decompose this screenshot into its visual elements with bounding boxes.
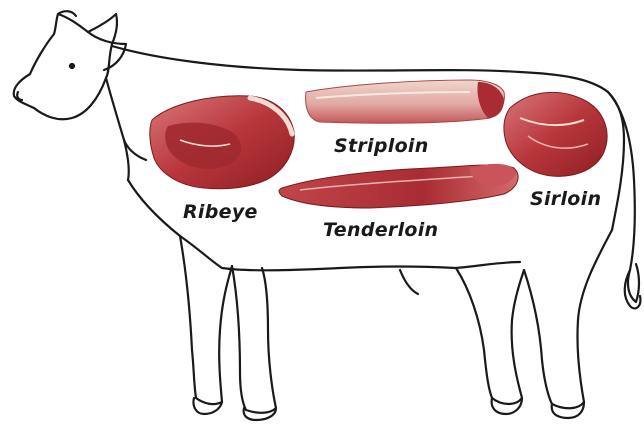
tenderloin-label: Tenderloin — [323, 219, 438, 241]
tenderloin-cut — [279, 164, 518, 208]
cow-eye — [70, 64, 74, 68]
sirloin-meat — [504, 92, 607, 176]
cow-rear-leg-2 — [524, 230, 612, 408]
cow-front-leg — [180, 236, 232, 404]
cow-front-hooves — [193, 398, 276, 420]
cow-head — [14, 14, 117, 119]
striploin-cut — [306, 80, 505, 123]
ribeye-cut — [150, 96, 294, 189]
cow-ear — [88, 32, 126, 70]
cow-front-leg-2 — [232, 266, 276, 413]
cow-neck — [106, 78, 129, 180]
ribeye-label: Ribeye — [183, 201, 258, 223]
cow-flank-line — [400, 270, 418, 294]
sirloin-cut — [504, 92, 607, 176]
cow-outline — [14, 11, 641, 420]
striploin-label: Striploin — [334, 135, 429, 157]
striploin-meat — [306, 80, 505, 123]
sirloin-label: Sirloin — [530, 188, 601, 210]
cow-rear-leg — [456, 268, 524, 404]
cow-nose — [17, 92, 22, 100]
